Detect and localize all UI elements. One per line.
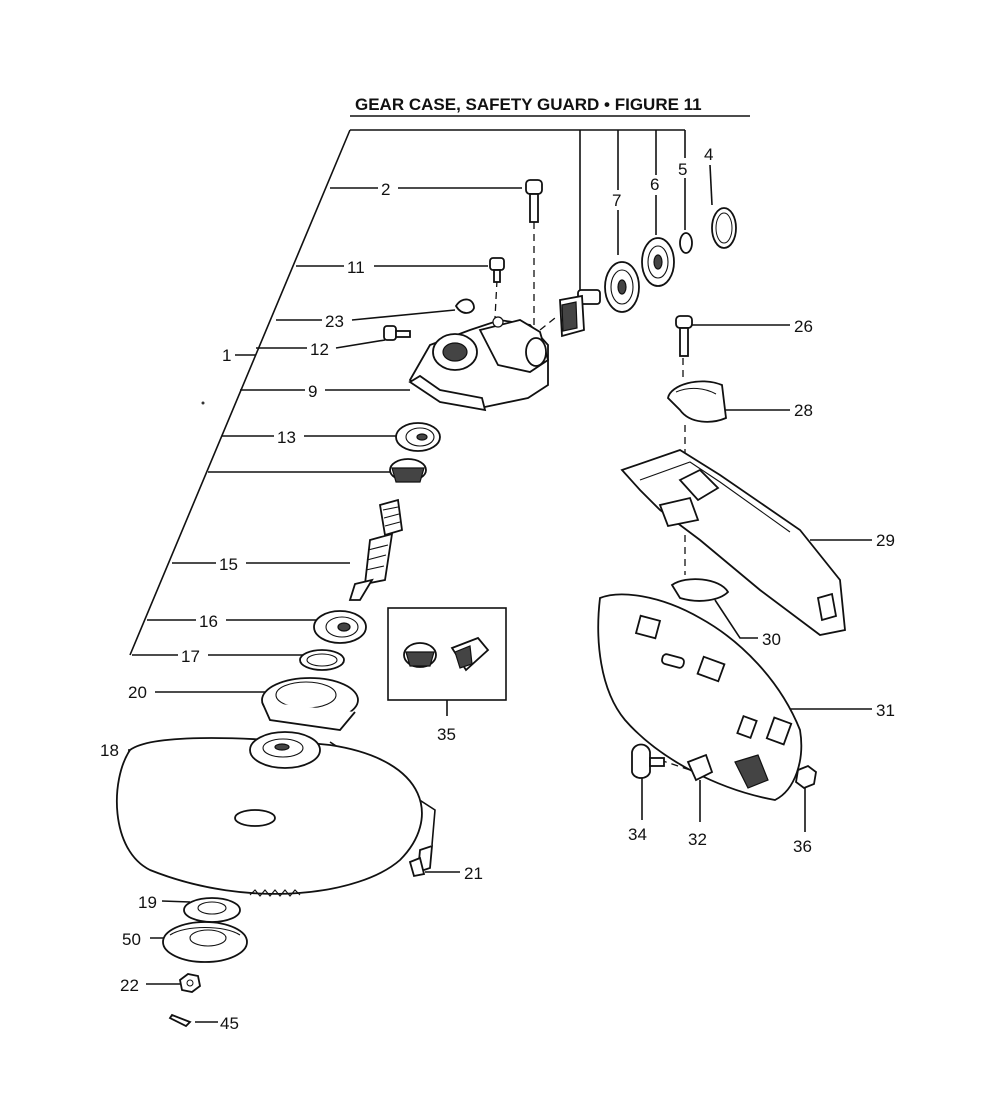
bearing-16	[313, 610, 367, 644]
label-21: 21	[464, 864, 483, 883]
label-29: 29	[876, 531, 895, 550]
label-2: 2	[381, 180, 390, 199]
bolt-34	[631, 743, 665, 779]
gear-set-box-35	[387, 607, 507, 716]
cover-50	[162, 921, 248, 963]
label-50: 50	[122, 930, 141, 949]
plate-32	[686, 753, 714, 782]
part-labels: 2 4 5 6 7 11 23 12 1 9 13 15 16 17 20 18…	[100, 145, 895, 1033]
label-35: 35	[437, 725, 456, 744]
label-32: 32	[688, 830, 707, 849]
label-19: 19	[138, 893, 157, 912]
label-11: 11	[347, 258, 365, 277]
label-36: 36	[793, 837, 812, 856]
label-34: 34	[628, 825, 647, 844]
holder-18	[249, 731, 321, 769]
gear-case-9	[408, 316, 550, 412]
shaft-15	[348, 498, 403, 601]
nut-36	[795, 764, 817, 790]
bolt-2	[525, 179, 543, 223]
label-20: 20	[128, 683, 147, 702]
label-22: 22	[120, 976, 139, 995]
clamp-23	[454, 298, 475, 314]
label-45: 45	[220, 1014, 239, 1033]
label-7: 7	[612, 191, 621, 210]
label-16: 16	[199, 612, 218, 631]
holder-20	[261, 677, 359, 731]
clamp-30	[670, 578, 730, 602]
speck	[201, 401, 205, 405]
assembly-bracket-1	[129, 129, 713, 656]
washer-19	[183, 897, 241, 923]
label-1: 1	[222, 346, 231, 365]
nut-22	[179, 973, 201, 993]
label-13: 13	[277, 428, 296, 447]
label-30: 30	[762, 630, 781, 649]
label-23: 23	[325, 312, 344, 331]
guard-bracket-29	[620, 449, 846, 636]
label-5: 5	[678, 160, 687, 179]
pin-45	[168, 1013, 192, 1028]
bolt-21	[408, 844, 434, 878]
label-18: 18	[100, 741, 119, 760]
leader-lines-left	[132, 187, 522, 656]
bolt-26	[675, 315, 693, 357]
label-28: 28	[794, 401, 813, 420]
label-6: 6	[650, 175, 659, 194]
label-12: 12	[310, 340, 329, 359]
label-17: 17	[181, 647, 200, 666]
ring-5	[679, 232, 693, 254]
bearing-7	[604, 261, 640, 313]
bolt-11	[489, 257, 505, 283]
label-9: 9	[308, 382, 317, 401]
diagram-title: GEAR CASE, SAFETY GUARD • FIGURE 11	[355, 95, 702, 114]
saw-blade	[116, 737, 423, 897]
label-26: 26	[794, 317, 813, 336]
safety-guard-31	[597, 593, 803, 801]
label-31: 31	[876, 701, 895, 720]
label-4: 4	[704, 145, 713, 164]
label-15: 15	[219, 555, 238, 574]
bearing-13	[395, 422, 441, 452]
snap-ring-4	[711, 207, 737, 249]
bevel-gear	[389, 458, 427, 483]
clamp-28	[667, 380, 727, 423]
bearing-6	[641, 237, 675, 287]
bevel-pinion-gear	[559, 289, 601, 338]
ring-17	[299, 649, 345, 671]
bolt-12	[383, 325, 411, 341]
